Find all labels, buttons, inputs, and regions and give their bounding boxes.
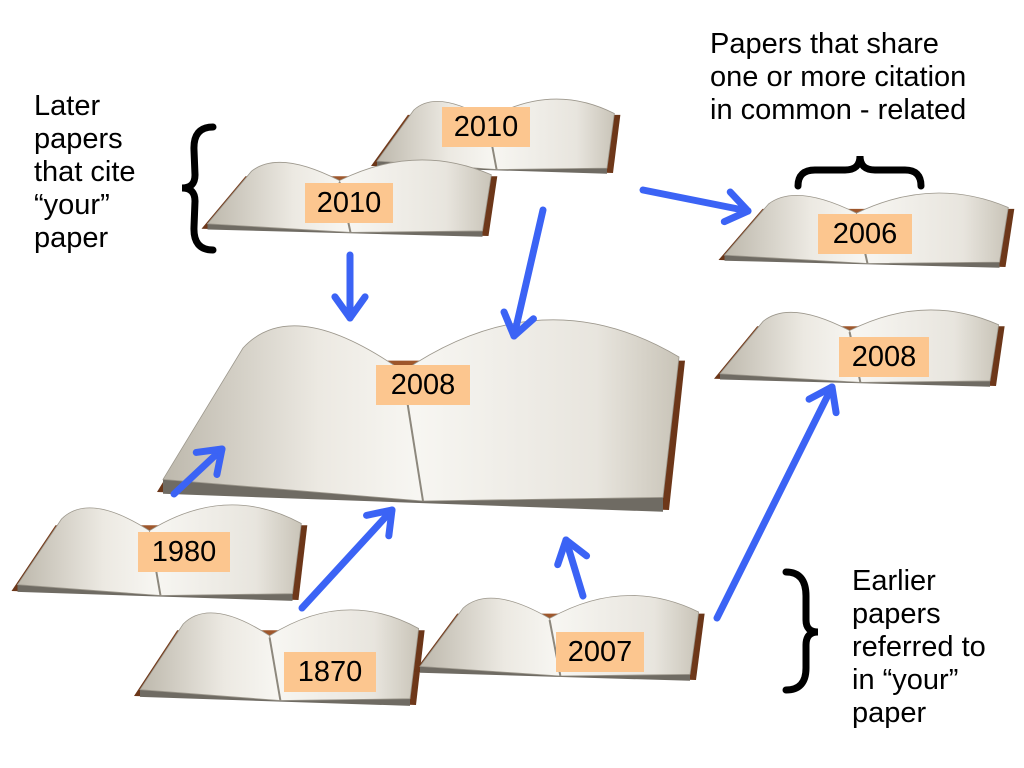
- book-2008-center: [157, 319, 685, 512]
- arrow-2007-to-2008: [554, 536, 591, 600]
- arrow-2010-top-to-2008: [500, 206, 547, 340]
- caption-later-papers: Later papers that cite “your” paper: [34, 90, 136, 254]
- arrow-2010-left-to-2008: [331, 251, 369, 322]
- caption-earlier-papers: Earlier papers referred to in “your” pap…: [852, 565, 986, 729]
- year-label-2006: 2006: [818, 214, 912, 254]
- left-brace-later-papers: [181, 123, 217, 254]
- year-label-1980: 1980: [138, 532, 230, 572]
- year-label-2010-left: 2010: [305, 183, 393, 223]
- caption-related-papers: Papers that share one or more citation i…: [710, 28, 967, 126]
- year-label-2007: 2007: [556, 632, 644, 672]
- year-label-1870: 1870: [284, 652, 376, 692]
- year-label-2008-center: 2008: [376, 365, 470, 405]
- arrow-2007-to-2008-right: [713, 383, 840, 622]
- arrow-1870-to-2008: [298, 506, 396, 612]
- arrow-1980-to-2008: [170, 445, 226, 498]
- year-label-2008-right: 2008: [839, 337, 929, 377]
- year-label-2010-top: 2010: [442, 107, 530, 147]
- right-brace-earlier-papers: [782, 568, 819, 694]
- top-brace-related-papers: [794, 155, 925, 190]
- arrow-2010-top-to-2006: [639, 186, 752, 226]
- book-1870: [134, 609, 425, 706]
